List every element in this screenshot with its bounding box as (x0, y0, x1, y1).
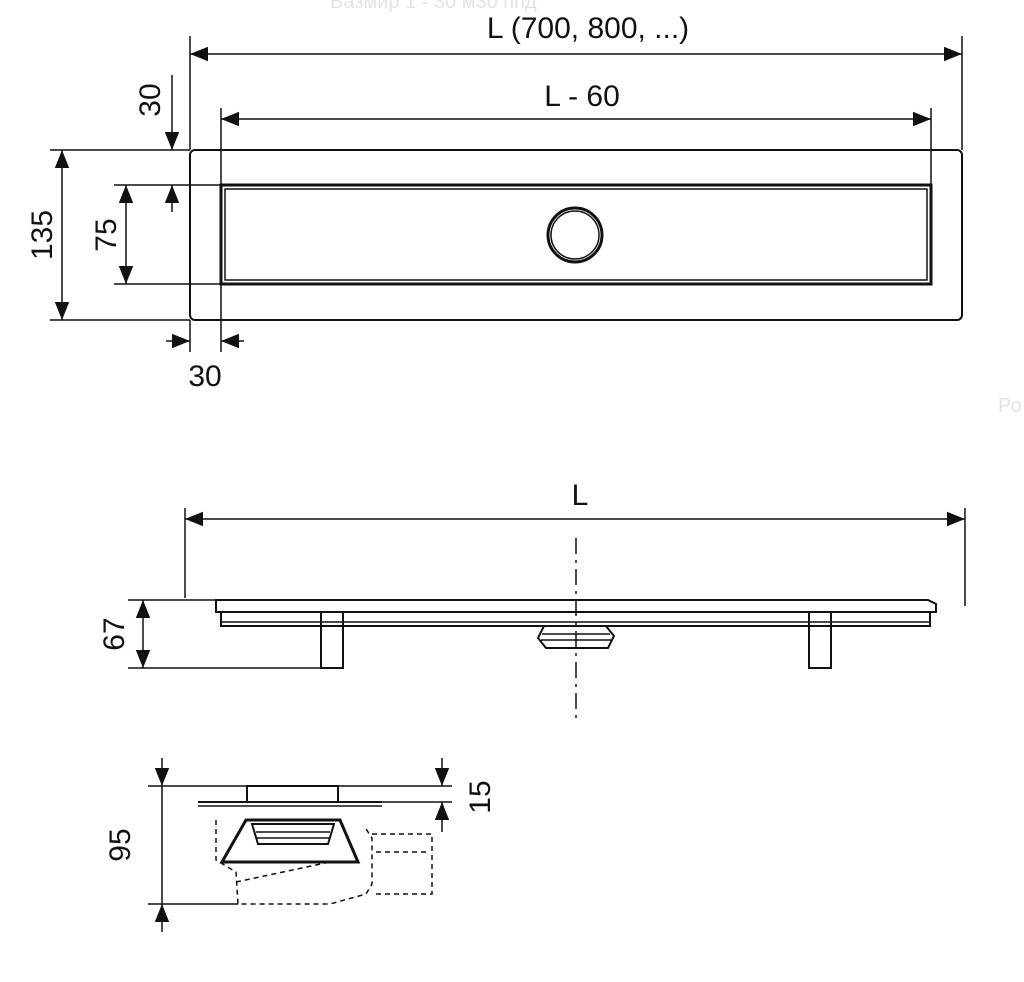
grate-top (246, 785, 339, 803)
side-height-dimension-label: 67 (98, 617, 131, 650)
outlet-circle-inner (550, 210, 600, 260)
outlet-circle (546, 206, 604, 264)
inner-length-dimension-label: L - 60 (544, 80, 620, 113)
height-dimension-label: 135 (26, 210, 59, 260)
side-view: L 67 (98, 479, 966, 718)
inner-channel-inset (224, 188, 928, 281)
watermark-top: Вазмир 1 - 30 м30 ппд (330, 0, 537, 13)
section-height-dimension-label: 95 (104, 828, 137, 861)
trap-base-outline (235, 861, 331, 883)
top-offset-dimension-label: 30 (134, 83, 167, 116)
trap-insert (250, 823, 336, 845)
side-offset-dimension-label: 30 (188, 360, 221, 393)
watermark-side: Ро (998, 395, 1022, 417)
outlet-pipe-outline (372, 833, 433, 895)
inner-height-dimension-label: 75 (90, 218, 123, 251)
top-view: L (700, 800, ...) L - 60 135 75 30 30 (26, 12, 963, 393)
right-leg (808, 611, 832, 669)
side-length-dimension-label: L (572, 479, 589, 512)
left-leg (320, 611, 344, 669)
section-top-dimension-label: 15 (464, 780, 497, 813)
trap-body (219, 818, 361, 864)
section-view: 95 15 (104, 758, 497, 932)
outer-frame (189, 149, 963, 321)
top-plate (215, 599, 937, 613)
inner-channel (219, 183, 933, 286)
housing-outline (215, 820, 373, 905)
outlet-trap (536, 625, 616, 649)
length-dimension-label: L (700, 800, ...) (487, 12, 689, 45)
